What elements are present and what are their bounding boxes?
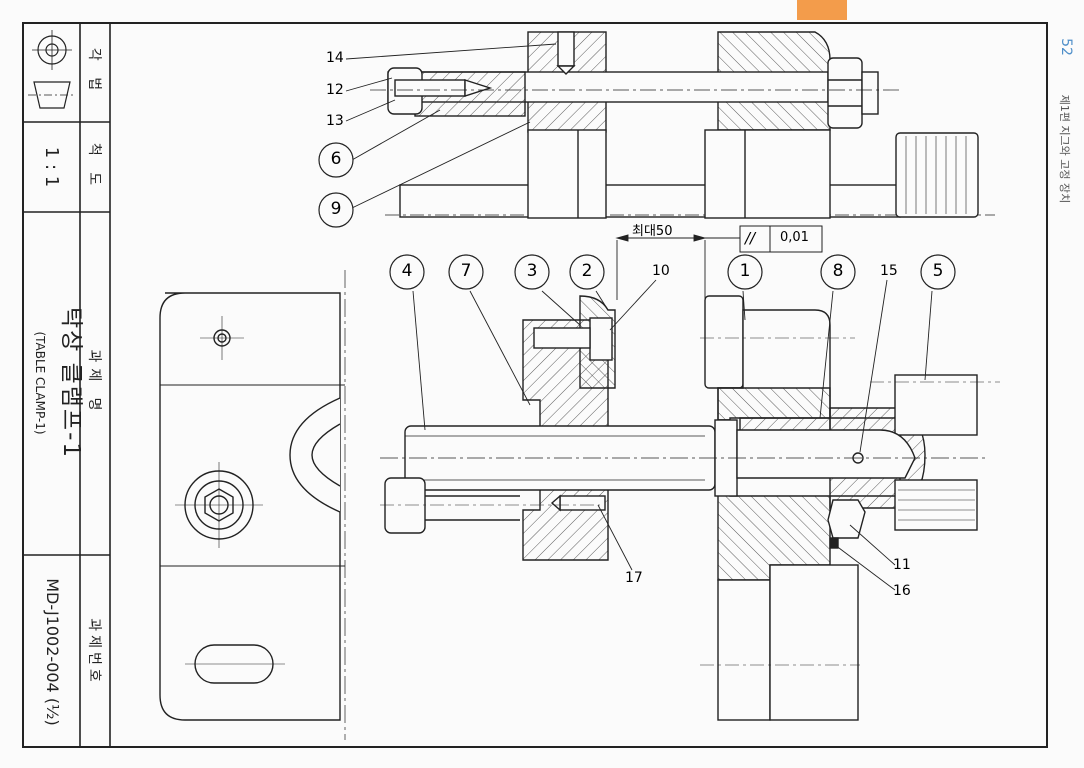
balloon-6 xyxy=(318,142,354,178)
balloon-1 xyxy=(727,254,763,290)
balloon-7 xyxy=(448,254,484,290)
top-leaders xyxy=(345,43,557,209)
parallelism-symbol: // xyxy=(745,229,756,247)
balloon-9 xyxy=(318,192,354,228)
balloon-3 xyxy=(514,254,550,290)
drawing-title-en: (TABLE CLAMP-1) xyxy=(33,331,47,435)
part-label-13: 13 xyxy=(326,113,344,129)
parallelism-tolerance: 0,01 xyxy=(780,230,809,245)
max-opening-dimension xyxy=(615,234,740,300)
balloon-2 xyxy=(569,254,605,290)
chapter-tab-marker xyxy=(797,0,847,20)
task-number: MD-J1002-004 (¹⁄₂) xyxy=(43,578,62,726)
part-label-17: 17 xyxy=(625,570,643,586)
base-plate-view xyxy=(159,292,345,721)
balloon-6-label: 6 xyxy=(330,149,342,169)
balloon-markers xyxy=(318,142,956,290)
balloon-8 xyxy=(820,254,856,290)
scale-value: 1 : 1 xyxy=(41,146,62,188)
balloon-4 xyxy=(389,254,425,290)
main-leaders xyxy=(412,279,933,591)
balloon-9-label: 9 xyxy=(330,199,342,219)
part-label-16: 16 xyxy=(893,583,911,599)
page-number: 52 xyxy=(1058,38,1074,56)
max-opening-text: 최대50 xyxy=(632,224,673,239)
drawing-frame xyxy=(22,22,1048,748)
part-label-14: 14 xyxy=(326,50,344,66)
balloon-2-label: 2 xyxy=(581,261,593,281)
task-number-label: 과제번호 xyxy=(86,618,102,686)
part-label-11: 11 xyxy=(893,557,911,573)
title-block xyxy=(22,22,111,748)
chapter-title: 제1편 지그와 고정 장치 xyxy=(1058,94,1071,204)
balloon-8-label: 8 xyxy=(832,261,844,281)
scale-label: 척 도 xyxy=(86,142,102,192)
balloon-3-label: 3 xyxy=(526,261,538,281)
balloon-7-label: 7 xyxy=(460,261,472,281)
top-view xyxy=(370,31,995,219)
drawing-title-ko: 탁상 클램프-1 xyxy=(58,306,84,460)
part-label-15: 15 xyxy=(880,263,898,279)
parallelism-frame xyxy=(739,225,823,253)
part-label-12: 12 xyxy=(326,82,344,98)
balloon-5 xyxy=(920,254,956,290)
balloon-1-label: 1 xyxy=(739,261,751,281)
balloon-4-label: 4 xyxy=(401,261,413,281)
part-label-10: 10 xyxy=(652,263,670,279)
main-assembly-view xyxy=(344,270,1000,740)
balloon-5-label: 5 xyxy=(932,261,944,281)
projection-label: 각 법 xyxy=(86,47,102,97)
